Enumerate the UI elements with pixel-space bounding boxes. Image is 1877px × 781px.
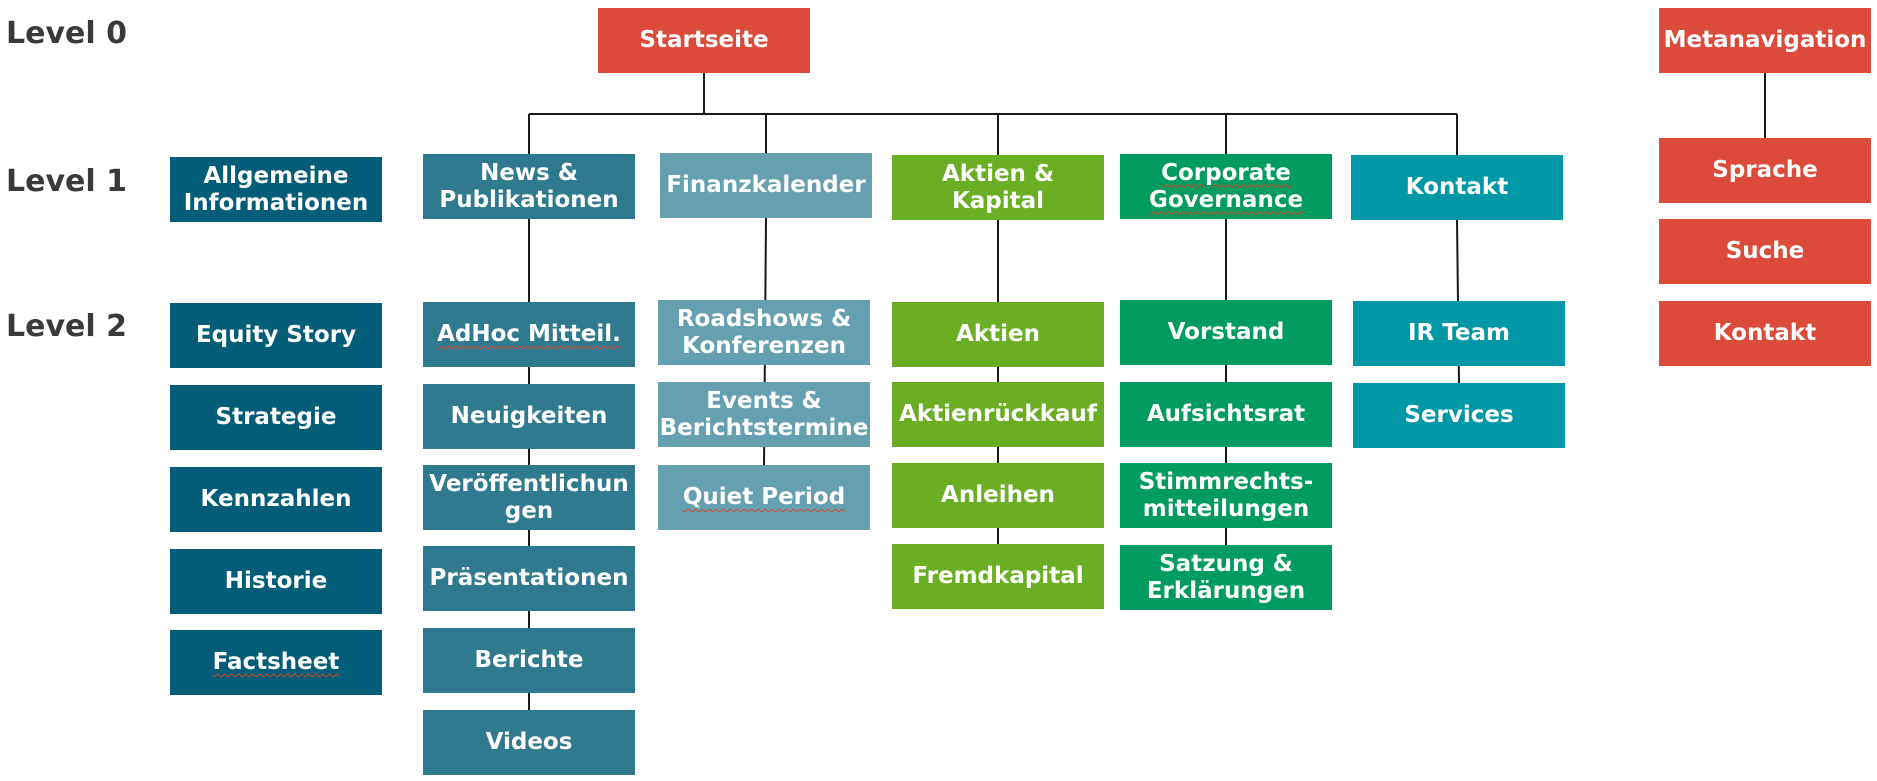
level2-adhoc-mitteil-label: AdHoc Mitteil. <box>437 321 621 347</box>
level1-corporate-governance[interactable]: Corporate Governance <box>1120 154 1332 219</box>
level1-aktien-kapital[interactable]: Aktien & Kapital <box>892 155 1104 220</box>
level2-historie[interactable]: Historie <box>170 549 382 614</box>
level2-aktien[interactable]: Aktien <box>892 302 1104 367</box>
meta-suche[interactable]: Suche <box>1659 219 1871 284</box>
level2-aktienrückkauf[interactable]: Aktienrückkauf <box>892 382 1104 447</box>
level2-adhoc-mitteil[interactable]: AdHoc Mitteil. <box>423 302 635 367</box>
level2-historie-label: Historie <box>224 568 328 594</box>
level2-stimmrechts-mitteilungen-label: Stimmrechts- mitteilungen <box>1138 468 1314 522</box>
level2-neuigkeiten[interactable]: Neuigkeiten <box>423 384 635 449</box>
level-0-label: Level 0 <box>6 16 127 51</box>
node-metanavigation[interactable]: Metanavigation <box>1659 8 1871 73</box>
level2-ir-team-label: IR Team <box>1408 320 1510 346</box>
level1-aktien-kapital-label: Aktien & Kapital <box>941 160 1054 214</box>
level2-ir-team[interactable]: IR Team <box>1353 301 1565 366</box>
level2-roadshows-konferenzen-label: Roadshows & Konferenzen <box>676 305 852 359</box>
level1-kontakt[interactable]: Kontakt <box>1351 155 1563 220</box>
level2-quiet-period-label: Quiet Period <box>682 484 846 510</box>
meta-suche-label: Suche <box>1725 238 1805 264</box>
level2-strategie[interactable]: Strategie <box>170 385 382 450</box>
level1-allgemeine-informationen[interactable]: Allgemeine Informationen <box>170 157 382 222</box>
level2-aktienrückkauf-label: Aktienrückkauf <box>899 401 1097 427</box>
level-2-label: Level 2 <box>6 309 127 344</box>
level1-kontakt-label: Kontakt <box>1405 174 1509 200</box>
level2-berichte[interactable]: Berichte <box>423 628 635 693</box>
level2-fremdkapital[interactable]: Fremdkapital <box>892 544 1104 609</box>
level2-stimmrechts-mitteilungen[interactable]: Stimmrechts- mitteilungen <box>1120 463 1332 528</box>
level2-factsheet-label: Factsheet <box>212 649 340 675</box>
level2-präsentationen-label: Präsentationen <box>429 565 629 591</box>
level-1-label: Level 1 <box>6 164 127 199</box>
level1-news-publikationen[interactable]: News & Publikationen <box>423 154 635 219</box>
level2-kennzahlen[interactable]: Kennzahlen <box>170 467 382 532</box>
level2-events-berichtstermine-label: Events & Berichtstermine <box>659 387 869 441</box>
level2-satzung-erklärungen[interactable]: Satzung & Erklärungen <box>1120 545 1332 610</box>
level2-equity-story[interactable]: Equity Story <box>170 303 382 368</box>
meta-kontakt-label: Kontakt <box>1713 320 1817 346</box>
level1-corporate-governance-label: Corporate Governance <box>1148 159 1304 213</box>
level2-strategie-label: Strategie <box>215 404 337 430</box>
level1-finanzkalender-label: Finanzkalender <box>666 172 866 198</box>
level2-fremdkapital-label: Fremdkapital <box>912 563 1084 589</box>
level2-veröffentlichun-gen[interactable]: Veröffentlichun gen <box>423 465 635 530</box>
level2-kennzahlen-label: Kennzahlen <box>200 486 352 512</box>
level2-satzung-erklärungen-label: Satzung & Erklärungen <box>1146 550 1306 604</box>
meta-kontakt[interactable]: Kontakt <box>1659 301 1871 366</box>
level2-services[interactable]: Services <box>1353 383 1565 448</box>
level2-events-berichtstermine[interactable]: Events & Berichtstermine <box>658 382 870 447</box>
level2-vorstand-label: Vorstand <box>1167 319 1285 345</box>
level1-allgemeine-informationen-label: Allgemeine Informationen <box>183 162 369 216</box>
level2-equity-story-label: Equity Story <box>195 322 357 348</box>
node-startseite[interactable]: Startseite <box>598 8 810 73</box>
level2-factsheet[interactable]: Factsheet <box>170 630 382 695</box>
level2-anleihen-label: Anleihen <box>941 482 1055 508</box>
level2-videos-label: Videos <box>485 729 573 755</box>
level2-anleihen[interactable]: Anleihen <box>892 463 1104 528</box>
level2-aufsichtsrat-label: Aufsichtsrat <box>1146 401 1306 427</box>
meta-sprache[interactable]: Sprache <box>1659 138 1871 203</box>
level2-services-label: Services <box>1404 402 1514 428</box>
level2-veröffentlichun-gen-label: Veröffentlichun gen <box>429 470 629 524</box>
level2-aufsichtsrat[interactable]: Aufsichtsrat <box>1120 382 1332 447</box>
level2-roadshows-konferenzen[interactable]: Roadshows & Konferenzen <box>658 300 870 365</box>
level1-news-publikationen-label: News & Publikationen <box>439 159 619 213</box>
level2-aktien-label: Aktien <box>956 321 1040 347</box>
level2-quiet-period[interactable]: Quiet Period <box>658 465 870 530</box>
level2-videos[interactable]: Videos <box>423 710 635 775</box>
level1-finanzkalender[interactable]: Finanzkalender <box>660 153 872 218</box>
level2-vorstand[interactable]: Vorstand <box>1120 300 1332 365</box>
level2-präsentationen[interactable]: Präsentationen <box>423 546 635 611</box>
meta-sprache-label: Sprache <box>1712 157 1818 183</box>
level2-neuigkeiten-label: Neuigkeiten <box>450 403 608 429</box>
level2-berichte-label: Berichte <box>474 647 584 673</box>
